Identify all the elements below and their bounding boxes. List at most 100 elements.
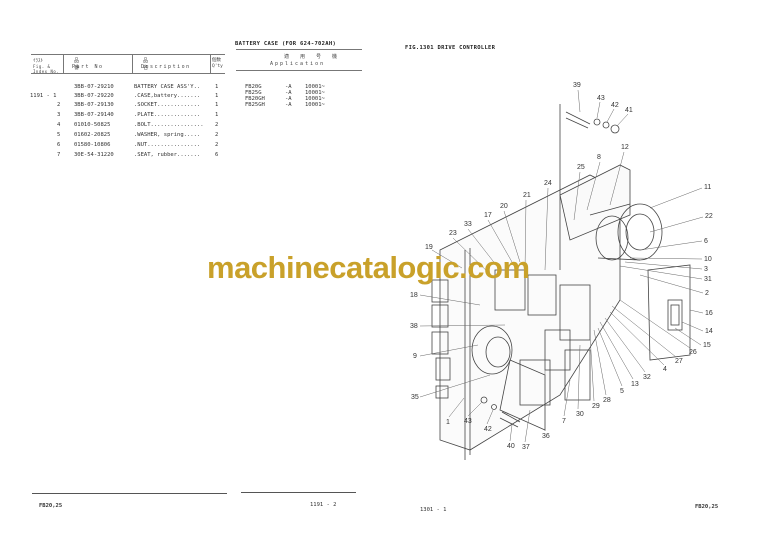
- header-description-jp: 品 名: [143, 58, 189, 71]
- part-no: 3BB-07-29210: [74, 84, 114, 90]
- suffix: -A: [285, 102, 292, 108]
- callout-31: 31: [704, 276, 712, 283]
- callout-38: 38: [410, 323, 418, 330]
- callout-13: 13: [631, 381, 639, 388]
- part-no: 3BB-07-29220: [74, 93, 114, 99]
- header-qty-jp: 個数: [212, 58, 221, 63]
- callout-2: 2: [705, 290, 709, 297]
- description: BATTERY CASE ASS'Y..: [134, 84, 201, 90]
- part-no: 01580-10806: [74, 142, 111, 148]
- callout-16: 16: [705, 310, 713, 317]
- part-no: 01602-20825: [74, 132, 111, 138]
- header-part-no: 品 番 Part No: [64, 55, 133, 73]
- serial: 10001~: [305, 96, 325, 102]
- callout-11: 11: [704, 184, 712, 191]
- callout-42: 42: [611, 102, 619, 109]
- callout-43-bottom: 43: [464, 418, 472, 425]
- qty: 2: [215, 132, 219, 138]
- footer-model-left: FB20,25: [39, 503, 63, 509]
- description: .NUT................: [134, 142, 201, 148]
- header-qty-en: Q'ty: [212, 64, 223, 69]
- model: FB25G: [245, 90, 262, 96]
- watermark: machinecatalogic.com: [207, 250, 530, 285]
- callout-19: 19: [425, 244, 433, 251]
- callout-26: 26: [689, 349, 697, 356]
- description: .WASHER, spring.....: [134, 132, 201, 138]
- footer-divider-left: [32, 493, 227, 494]
- callout-35: 35: [411, 394, 419, 401]
- suffix: -A: [285, 84, 292, 90]
- footer-divider-mid: [241, 492, 356, 493]
- header-part-no-en: Part No: [72, 64, 104, 70]
- suffix: -A: [285, 90, 292, 96]
- callout-8: 8: [597, 154, 601, 161]
- model: FB20GH: [245, 96, 265, 102]
- callout-41: 41: [625, 107, 633, 114]
- fig-no: 7: [57, 152, 61, 158]
- callout-23: 23: [449, 230, 457, 237]
- callout-21: 21: [523, 192, 531, 199]
- qty: 2: [215, 122, 219, 128]
- footer-model-right: FB20,25: [695, 504, 719, 510]
- fig-no: 2: [57, 102, 61, 108]
- callout-20: 20: [500, 203, 508, 210]
- callout-43: 43: [597, 95, 605, 102]
- fig-no: 3: [57, 112, 61, 118]
- model: FB20G: [245, 84, 262, 90]
- description: .SEAT, rubber.......: [134, 152, 201, 158]
- footer-page-right: 1301 - 1: [420, 507, 447, 513]
- part-no: 3BB-07-29140: [74, 112, 114, 118]
- callout-36: 36: [542, 433, 550, 440]
- header-description: 品 名 Description: [133, 55, 211, 73]
- callout-18: 18: [410, 292, 418, 299]
- part-no: 01010-50825: [74, 122, 111, 128]
- callout-37: 37: [522, 444, 530, 451]
- application-title: BATTERY CASE (FOR 624-702AH): [235, 41, 337, 47]
- callout-14: 14: [705, 328, 713, 335]
- callout-6: 6: [704, 238, 708, 245]
- header-fig-no-jp: ｲﾗｽﾄ: [33, 58, 44, 64]
- model: FB25GH: [245, 102, 265, 108]
- callout-1: 1: [446, 419, 450, 426]
- serial: 10001~: [305, 84, 325, 90]
- callout-29: 29: [592, 403, 600, 410]
- part-no: 3BB-07-29130: [74, 102, 114, 108]
- drive-controller-exploded-diagram: [419, 89, 704, 460]
- qty: 1: [215, 112, 219, 118]
- qty: 2: [215, 142, 219, 148]
- parts-table-header: ｲﾗｽﾄ Fig. & Index No. 品 番 Part No 品 名 De…: [31, 54, 225, 74]
- fig-no: 6: [57, 142, 61, 148]
- description: .PLATE..............: [134, 112, 201, 118]
- application-header: 適 用 号 機 Application: [236, 49, 362, 71]
- fig-no: 4: [57, 122, 61, 128]
- part-no: 30E-54-31220: [74, 152, 114, 158]
- serial: 10001~: [305, 90, 325, 96]
- callout-28: 28: [603, 397, 611, 404]
- description: .SOCKET.............: [134, 102, 201, 108]
- callout-27: 27: [675, 358, 683, 365]
- fig-no: 5: [57, 132, 61, 138]
- callout-22: 22: [705, 213, 713, 220]
- serial: 10001~: [305, 102, 325, 108]
- callout-15: 15: [703, 342, 711, 349]
- callout-25: 25: [577, 164, 585, 171]
- figure-title: FIG.1301 DRIVE CONTROLLER: [405, 45, 496, 51]
- qty: 1: [215, 93, 219, 99]
- callout-33: 33: [464, 221, 472, 228]
- callout-3: 3: [704, 266, 708, 273]
- callout-10: 10: [704, 256, 712, 263]
- callout-4: 4: [663, 366, 667, 373]
- description: .BOLT................: [134, 122, 204, 128]
- callout-12: 12: [621, 144, 629, 151]
- header-description-en: Description: [141, 64, 191, 70]
- description: .CASE,battery.......: [134, 93, 201, 99]
- header-qty: 個数 Q'ty: [211, 55, 225, 73]
- callout-32: 32: [643, 374, 651, 381]
- header-fig-no: ｲﾗｽﾄ Fig. & Index No.: [31, 55, 64, 74]
- qty: 1: [215, 102, 219, 108]
- footer-page-left: 1191 - 2: [310, 502, 337, 508]
- header-part-no-jp: 品 番: [74, 58, 110, 71]
- qty: 1: [215, 84, 219, 90]
- callout-40: 40: [507, 443, 515, 450]
- callout-9: 9: [413, 353, 417, 360]
